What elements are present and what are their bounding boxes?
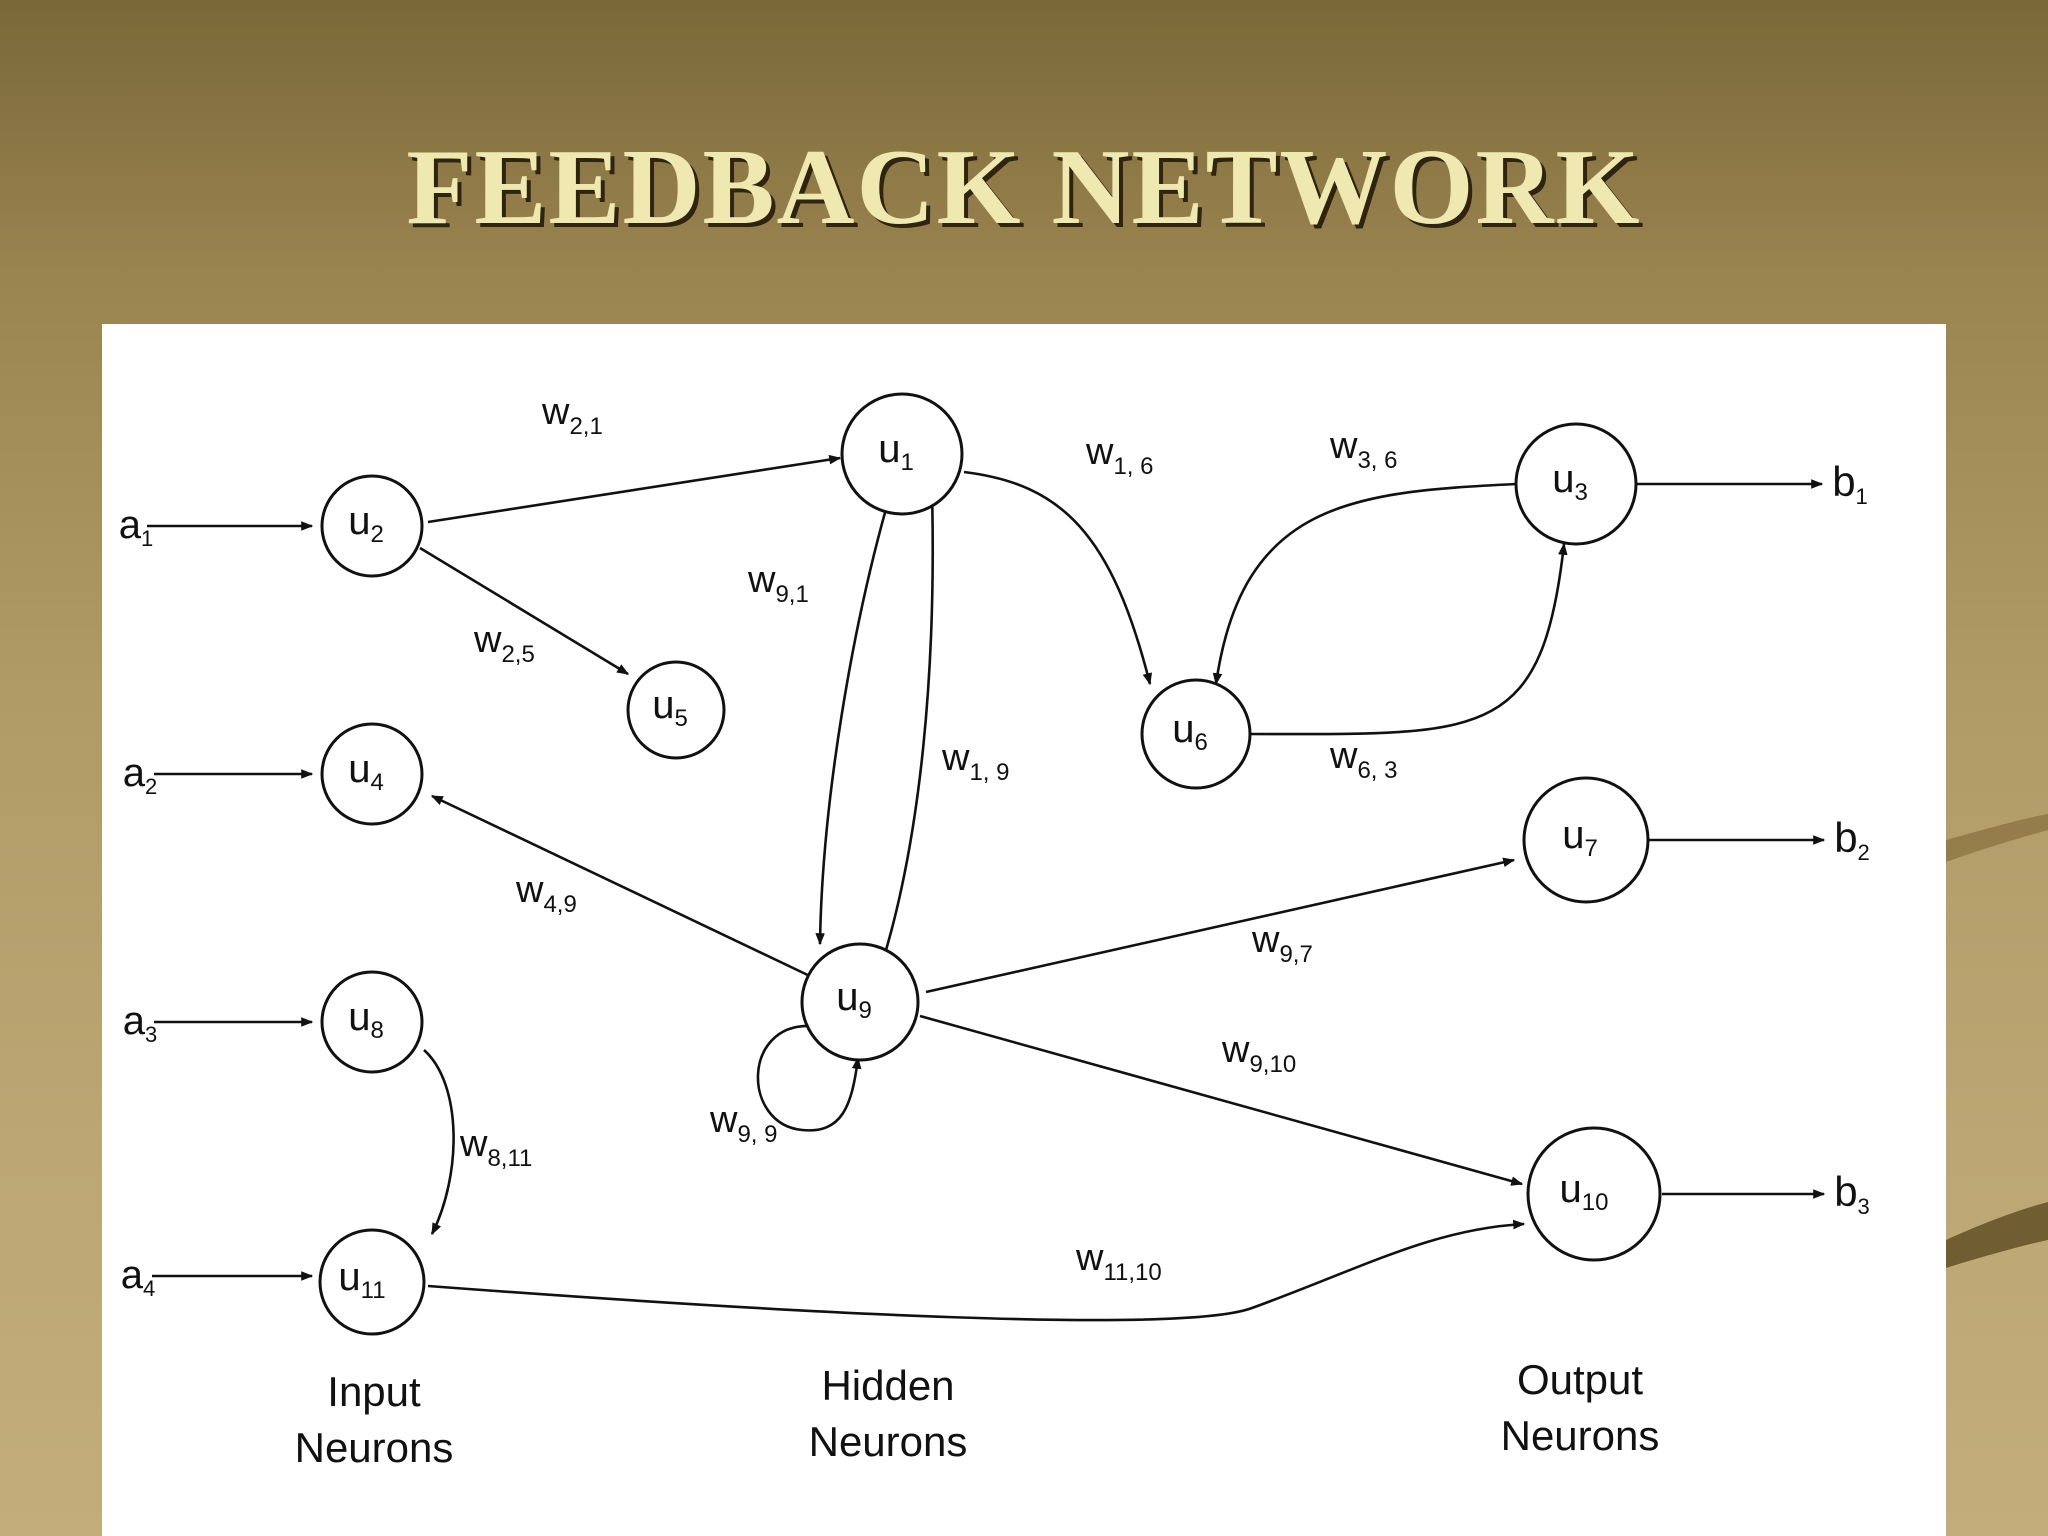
neuron-u9-label: u9 (836, 975, 872, 1024)
neuron-u2-circle (320, 474, 424, 578)
edge-u8-u11 (423, 1049, 455, 1236)
edge-u9-u1 (872, 490, 938, 989)
group-input-caption-line2: Neurons (295, 1424, 454, 1471)
neuron-u9-circle (800, 942, 920, 1062)
neuron-u4-circle (320, 722, 424, 826)
weight-w91-label: w9,1 (747, 559, 809, 608)
weight-w910-label: w9,10 (1221, 1029, 1296, 1078)
edge-u2-u1 (427, 454, 842, 524)
weight-w63-label: w6, 3 (1329, 735, 1397, 784)
output-b2-label: b2 (1834, 814, 1870, 865)
weight-w99-label: w9, 9 (709, 1099, 777, 1148)
weight-w97-label: w9,7 (1251, 919, 1313, 968)
weight-w811-label: w8,11 (459, 1123, 532, 1172)
edge-u3-u6 (1212, 482, 1517, 686)
weight-w36-label: w3, 6 (1329, 425, 1397, 474)
neuron-u10-circle (1526, 1126, 1662, 1262)
neuron-u1-circle (840, 392, 964, 516)
edge-u9-u4 (430, 794, 815, 980)
group-hidden-caption-line1: Hidden (821, 1362, 954, 1409)
neuron-u10-label: u10 (1560, 1167, 1609, 1216)
neuron-u5-label: u5 (652, 683, 688, 732)
neuron-u3-label: u3 (1552, 457, 1588, 506)
feedback-network-diagram: u1 u2 u3 u4 u5 u6 u7 u8 u9 u10 u11 a1 a2… (119, 391, 1870, 1471)
edge-u2-u5 (419, 546, 630, 676)
input-a2-label: a2 (123, 751, 158, 799)
group-hidden-caption-line2: Neurons (809, 1418, 968, 1465)
edge-u1-u6 (963, 470, 1152, 686)
weight-w25-label: w2,5 (473, 619, 535, 668)
neuron-u8-label: u8 (348, 995, 384, 1044)
output-b1-label: b1 (1832, 458, 1868, 509)
neuron-u7-circle (1522, 776, 1650, 904)
input-a3-label: a3 (123, 999, 158, 1047)
neuron-u11-label: u11 (338, 1255, 385, 1304)
group-output-caption-line1: Output (1517, 1356, 1643, 1403)
weight-w49-label: w4,9 (515, 869, 577, 918)
edge-u6-u3 (1245, 542, 1568, 736)
neuron-u5-circle (626, 660, 726, 760)
neuron-u3-circle (1514, 422, 1638, 546)
input-a4-label: a4 (121, 1253, 156, 1301)
slide-title: FEEDBACK NETWORK (406, 128, 1642, 247)
edge-u9-u7 (925, 857, 1516, 994)
group-input-caption-line1: Input (327, 1368, 421, 1415)
diagram-panel: u1 u2 u3 u4 u5 u6 u7 u8 u9 u10 u11 a1 a2… (102, 324, 1946, 1536)
edge-u9-self (756, 1024, 862, 1132)
neuron-u7-label: u7 (1562, 813, 1598, 862)
neuron-u2-label: u2 (348, 499, 384, 548)
neuron-u6-circle (1140, 678, 1252, 790)
edge-u1-u9 (815, 487, 894, 946)
input-a1-label: a1 (119, 503, 154, 551)
edge-u11-u10 (427, 1219, 1526, 1322)
output-b3-label: b3 (1834, 1168, 1870, 1219)
group-output-caption-line2: Neurons (1501, 1412, 1660, 1459)
neuron-u6-label: u6 (1172, 707, 1208, 756)
weight-w16-label: w1, 6 (1085, 431, 1153, 480)
weight-w19-label: w1, 9 (941, 737, 1009, 786)
weight-w1110-label: w11,10 (1075, 1237, 1162, 1286)
neuron-u8-circle (320, 970, 424, 1074)
edge-u9-u10 (919, 1014, 1524, 1186)
neuron-u1-label: u1 (878, 427, 914, 476)
neuron-u11-circle (318, 1228, 426, 1336)
neuron-u4-label: u4 (348, 747, 384, 796)
weight-w21-label: w2,1 (541, 391, 603, 440)
